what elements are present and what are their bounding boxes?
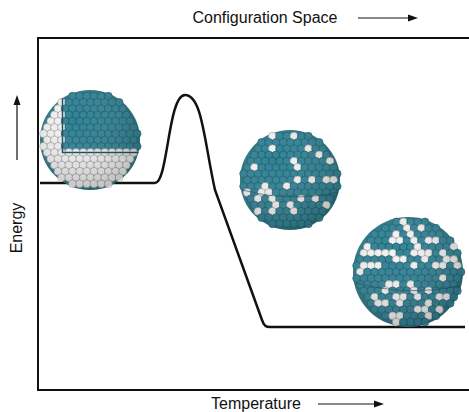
axis-arrow: [318, 403, 378, 404]
arrow-head: [408, 15, 418, 22]
particle-shading: [240, 130, 340, 230]
axis-label: Energy: [9, 203, 25, 254]
frame-top: [38, 37, 469, 39]
axis-label: Temperature: [211, 396, 301, 412]
particle-body: [240, 130, 340, 230]
nanoparticles: [40, 90, 465, 327]
particle-body: [40, 90, 140, 190]
axis-label: Configuration Space: [193, 10, 338, 26]
arrow-head: [374, 401, 384, 408]
particle-shading: [353, 217, 463, 327]
axis-arrow: [16, 101, 17, 160]
particle-shading: [40, 90, 140, 190]
particle-body: [353, 217, 463, 327]
arrow-head: [14, 95, 21, 105]
axis-arrow: [358, 17, 412, 18]
frame-bottom: [37, 389, 469, 391]
frame-left: [37, 37, 39, 391]
